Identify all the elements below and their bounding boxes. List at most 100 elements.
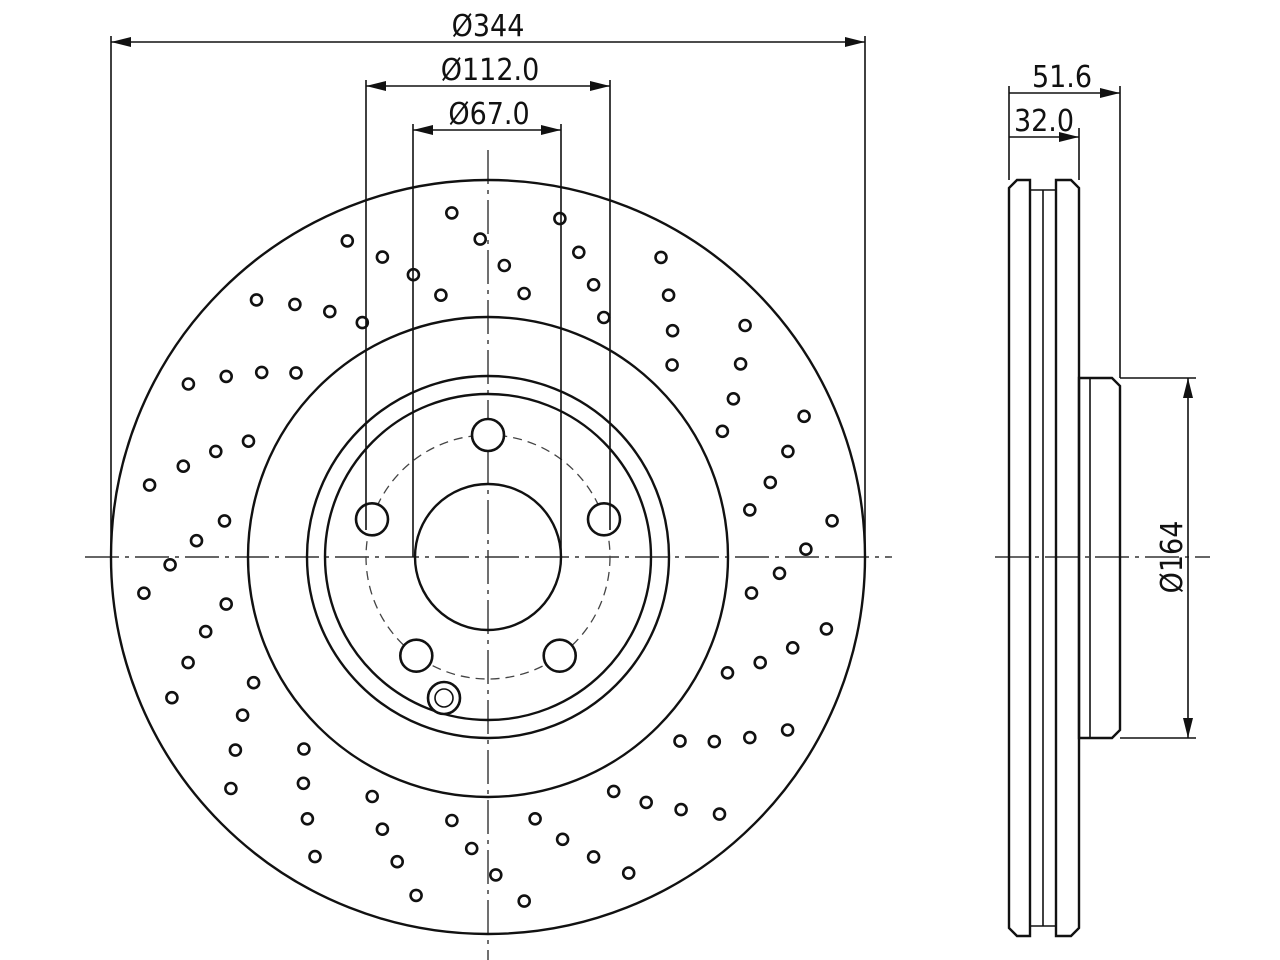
drill-hole [753,655,768,670]
drill-hole [163,557,177,572]
drill-hole [355,315,370,330]
drill-hole [799,542,813,557]
drill-hole [665,323,680,338]
drill-hole [780,723,795,737]
drill-hole [553,211,567,226]
drill-hole [198,624,213,639]
drill-hole [797,409,811,424]
dim-bolt-circle: Ø112.0 [365,53,611,530]
bolt-circle-label: Ø112.0 [441,53,539,88]
drill-hole [219,597,233,611]
locating-hole [426,680,462,716]
drill-hole [390,854,405,869]
drill-hole [654,250,668,265]
bolt-hole [398,638,434,674]
arrow-left [413,125,433,135]
drill-hole [209,444,223,459]
drill-hole [819,622,834,636]
drill-hole [726,391,741,406]
drill-hole [621,866,636,880]
drill-hole [596,310,611,325]
drill-hole [249,293,264,307]
drill-hole [528,811,542,826]
drill-hole [763,475,778,490]
locating-hole-outer [426,680,462,716]
drill-hole [375,822,390,837]
locating-hole-inner [434,688,454,708]
side-view: 51.6 32.0 Ø164 [995,60,1210,938]
drill-hole [375,250,390,264]
drill-hole [235,708,250,723]
drill-hole [308,849,322,864]
bolt-hole [354,501,390,537]
drill-hole [639,795,654,810]
arrow-right [1100,88,1120,98]
drill-hole [165,690,179,705]
total-height-label: 51.6 [1032,60,1092,95]
hat-diameter-label: Ø164 [1155,521,1190,594]
arrow-left [366,81,386,91]
dim-disc-thickness: 32.0 [1009,104,1080,180]
arrow-right [590,81,610,91]
drill-hole [738,318,752,333]
drill-hole [289,366,303,380]
drill-hole [571,245,586,260]
drill-hole [742,503,757,517]
drill-hole [246,675,261,690]
drill-hole [444,206,459,220]
drill-hole [217,514,232,528]
drill-hole [445,813,459,828]
disc-thickness-label: 32.0 [1014,104,1074,139]
drill-hole [606,784,621,799]
arrow-left [111,37,131,47]
hat-outer-edge [305,374,671,740]
drill-hole [181,377,196,391]
drill-hole [586,850,601,864]
drill-hole [744,586,759,600]
drill-hole [661,288,676,303]
drill-hole [228,743,243,757]
bolt-hole [470,417,506,453]
drill-hole [322,304,337,319]
inboard-plate [1054,178,1081,938]
drill-hole [464,841,479,856]
drill-hole [825,513,839,528]
dim-center-bore: Ø67.0 [412,97,562,557]
drill-hole [409,888,423,903]
bolt-holes [354,417,622,674]
drill-hole [712,807,727,821]
drill-hole [365,789,380,804]
arrow-bottom [1183,718,1193,738]
drill-hole [742,730,757,745]
bolt-hole [586,501,622,537]
dim-total-height: 51.6 [1008,60,1121,378]
drill-hole [586,277,601,292]
drill-hole [288,297,302,312]
drill-hole [300,811,315,826]
bolt-hole [542,638,578,674]
drill-hole [517,894,532,908]
drill-hole [673,734,687,748]
arrow-right [845,37,865,47]
drill-hole [241,434,256,449]
drill-hole [497,258,512,273]
drill-hole [254,365,269,380]
drill-hole [181,655,195,670]
outer-diameter-label: Ø344 [452,9,525,44]
drill-hole [219,369,233,384]
drill-hole [785,640,800,655]
arrow-right [1059,132,1079,142]
friction-ring-inner-edge [246,315,730,799]
dim-hat-diameter: Ø164 [1120,377,1196,739]
drill-hole [720,665,735,680]
drill-hole [488,868,503,882]
center-bore-label: Ø67.0 [448,97,529,132]
drill-hole [224,781,238,796]
hat-side [1077,376,1122,740]
cross-drilled-holes [137,206,839,908]
drill-hole [434,288,448,303]
drill-hole [733,357,748,371]
drill-hole [473,232,488,246]
drill-hole [297,742,311,756]
drill-hole [665,358,679,372]
